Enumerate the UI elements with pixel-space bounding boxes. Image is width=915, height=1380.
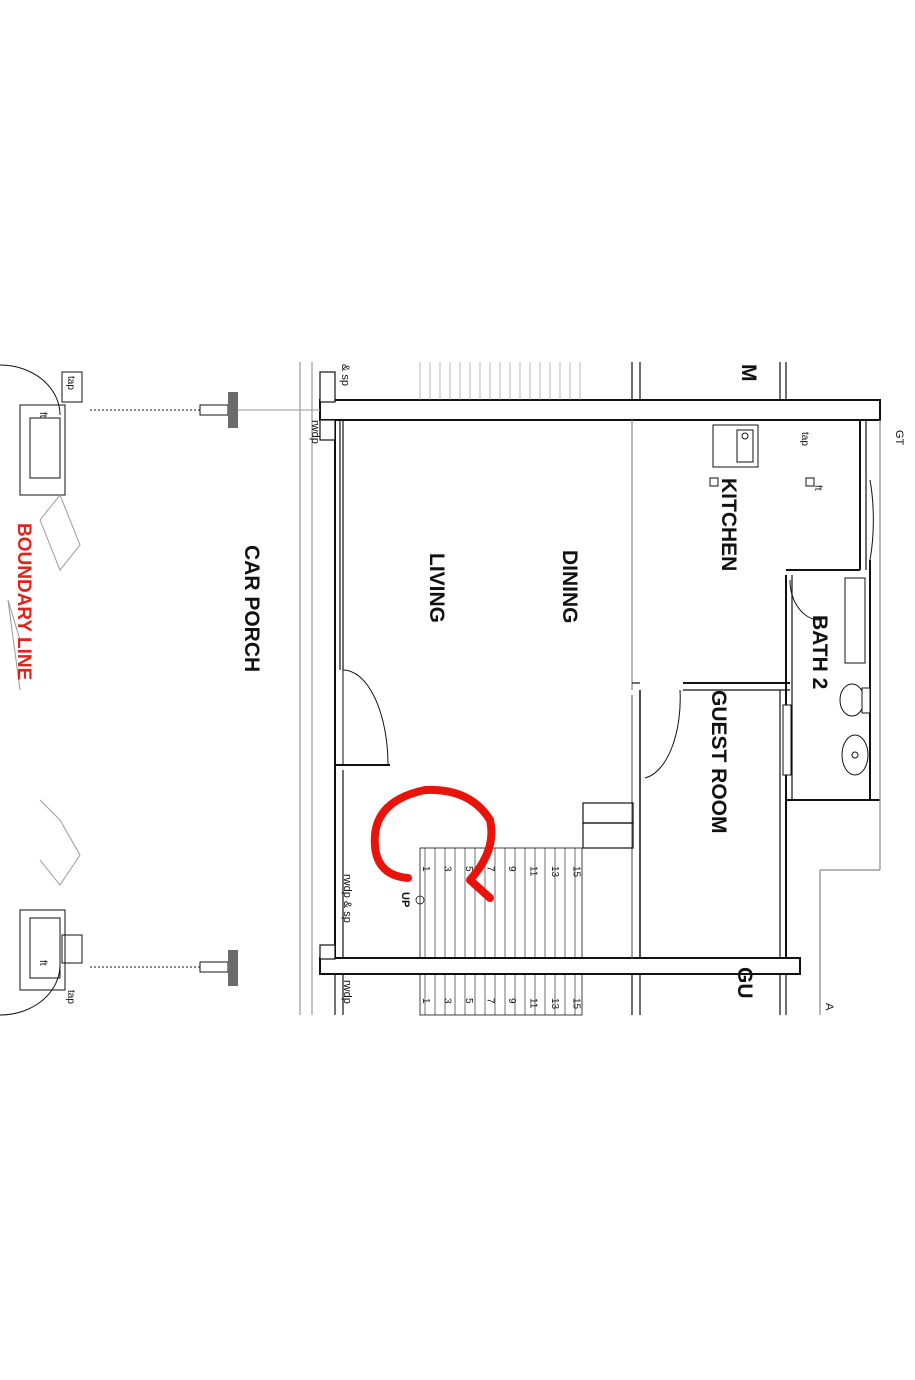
stair-lower (419, 973, 583, 1016)
kitchen-label: KITCHEN (717, 478, 740, 571)
car-porch-label: CAR PORCH (240, 545, 263, 672)
stair-number: 13 (549, 866, 560, 878)
stair-number: 3 (442, 866, 453, 872)
sp-top-note: & sp (339, 364, 351, 386)
gt-note: GT (893, 430, 905, 446)
red-markup-circle (370, 785, 496, 902)
stair-number: 5 (463, 998, 474, 1004)
stair-upper (419, 847, 583, 959)
stair-number: 3 (442, 998, 453, 1004)
stair-number: 1 (420, 998, 431, 1004)
door-swings (342, 479, 874, 779)
rwdp-top-note: rwdp (309, 420, 321, 444)
stair-number: 7 (485, 866, 496, 872)
kitchen-fixtures (709, 424, 815, 487)
stair-number: 11 (528, 998, 539, 1009)
dining-label: DINING (558, 550, 581, 624)
stair-number: 9 (506, 998, 517, 1004)
ft-bottom-note: ft (37, 960, 48, 966)
stair-number: 11 (528, 866, 539, 877)
stair-up-label: UP (399, 892, 411, 907)
stair-number: 7 (485, 998, 496, 1004)
stair-up-marker (415, 895, 425, 905)
ft-top-note: ft (37, 412, 48, 418)
gate-bottom (90, 950, 238, 986)
stair-number: 13 (549, 998, 560, 1010)
kitchen-ft-note: ft (812, 485, 823, 491)
tap-bottom-note: tap (65, 990, 76, 1004)
living-label: LIVING (425, 553, 448, 623)
m-cut-label: M (737, 364, 760, 382)
rwdp-sp-note: rwdp & sp (341, 874, 353, 923)
bottom-wall (319, 957, 801, 975)
boundary-pillars (0, 364, 83, 1016)
guest-room-cut-label: GU (733, 967, 756, 999)
bath-fixtures (782, 577, 871, 776)
stair-number: 15 (571, 866, 582, 878)
bath2-label: BATH 2 (808, 615, 831, 689)
stair-number: 5 (463, 866, 474, 872)
tap-top-note: tap (65, 376, 76, 390)
stair-number: 9 (506, 866, 517, 872)
a-cut-note: A (823, 1003, 835, 1011)
top-wall (319, 399, 881, 421)
boundary-line-label: BOUNDARY LINE (13, 523, 34, 680)
stair-number: 1 (420, 866, 431, 872)
kitchen-tap-note: tap (799, 432, 810, 446)
rwdp-bottom-note: rwdp (341, 980, 353, 1004)
stair-treads-lower (424, 974, 576, 1015)
boundary-zigzag (7, 494, 81, 886)
gate-top (90, 392, 320, 428)
stair-top-faint (419, 362, 581, 400)
walls (299, 362, 881, 1015)
stair-number: 15 (571, 998, 582, 1010)
guest-room-label: GUEST ROOM (707, 690, 730, 834)
